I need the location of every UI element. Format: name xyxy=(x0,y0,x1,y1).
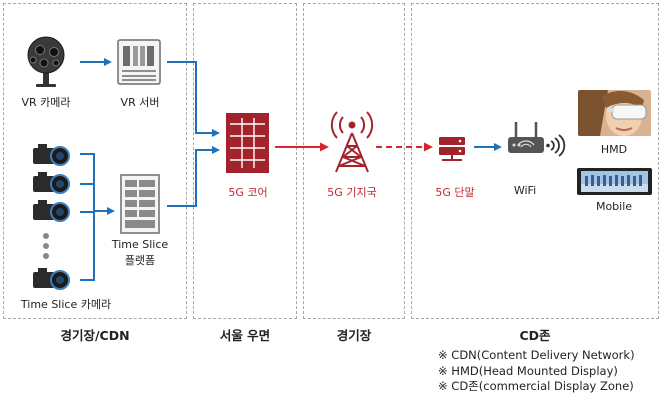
zone-seoul-umyeon xyxy=(193,3,297,319)
mobile-label: Mobile xyxy=(595,200,633,213)
zone-title-seoul-umyeon: 서울 우면 xyxy=(219,328,271,343)
5g-core-label: 5G 코어 xyxy=(228,186,268,199)
zone-stadium xyxy=(303,3,405,319)
hmd-photo xyxy=(578,90,651,136)
footnote-hmd: ※ HMD(Head Mounted Display) xyxy=(438,363,618,378)
vr-server-icon xyxy=(117,39,161,85)
hmd-label: HMD xyxy=(600,143,628,156)
zone-stadium-cdn xyxy=(3,3,187,319)
mobile-photo xyxy=(577,168,652,195)
time-slice-camera-icon-2 xyxy=(33,172,70,194)
wireless-signal-icon xyxy=(550,134,566,157)
vr-camera-label: VR 카메라 xyxy=(21,96,71,109)
vr-camera-icon xyxy=(27,36,65,87)
footnotes: ※ CDN(Content Delivery Network) ※ HMD(He… xyxy=(438,348,635,395)
wifi-label: WiFi xyxy=(513,184,537,197)
time-slice-camera-icon-3 xyxy=(33,200,70,222)
zone-cd xyxy=(411,3,659,319)
footnote-cdn: ※ CDN(Content Delivery Network) xyxy=(438,348,635,362)
time-slice-camera-icon-1 xyxy=(33,144,70,166)
5g-tower-label: 5G 기지국 xyxy=(327,186,377,199)
time-slice-camera-icon-4 xyxy=(33,268,70,290)
mobile-screen-icon xyxy=(577,168,652,195)
5g-terminal-label: 5G 단말 xyxy=(435,186,475,199)
5g-core-icon xyxy=(226,113,269,173)
footnote-cd-zone: ※ CD존(commercial Display Zone) xyxy=(438,379,634,393)
time-slice-platform-icon xyxy=(120,174,160,234)
vr-server-label: VR 서버 xyxy=(120,96,160,109)
time-slice-camera-label: Time Slice 카메라 xyxy=(20,298,112,311)
5g-tower-icon xyxy=(330,111,374,173)
time-slice-platform-label-2: 플랫폼 xyxy=(124,254,156,267)
wifi-router-icon xyxy=(508,122,544,153)
zone-title-stadium: 경기장 xyxy=(336,328,372,343)
ellipsis-dots-icon xyxy=(43,233,49,259)
5g-terminal-icon xyxy=(439,137,465,161)
hmd-person-icon xyxy=(578,90,651,136)
zone-title-stadium-cdn: 경기장/CDN xyxy=(60,328,130,343)
zone-title-cd: CD존 xyxy=(519,328,551,343)
time-slice-platform-label-1: Time Slice xyxy=(111,238,169,251)
